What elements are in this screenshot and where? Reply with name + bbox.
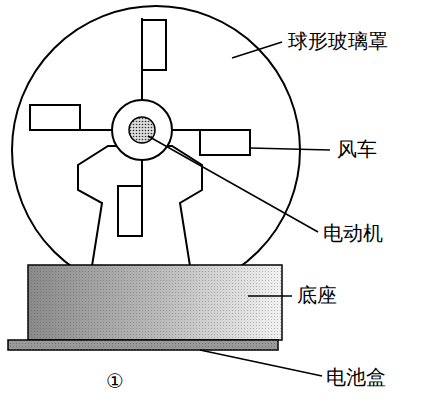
figure-number: ① <box>106 370 124 392</box>
blade <box>200 130 250 155</box>
leader-lines <box>148 42 330 376</box>
stand <box>78 146 202 266</box>
battery-box <box>8 340 278 350</box>
blade <box>30 105 80 130</box>
glass-dome <box>12 6 300 294</box>
part-label: 电池盒 <box>326 366 386 388</box>
part-label: 球形玻璃罩 <box>288 30 388 52</box>
motor <box>129 117 155 143</box>
blade <box>142 20 166 70</box>
part-label: 风车 <box>337 138 377 160</box>
base <box>28 265 282 340</box>
blade <box>118 186 142 236</box>
hub <box>112 100 172 160</box>
part-label: 底座 <box>297 284 337 306</box>
part-label: 电动机 <box>323 222 383 244</box>
